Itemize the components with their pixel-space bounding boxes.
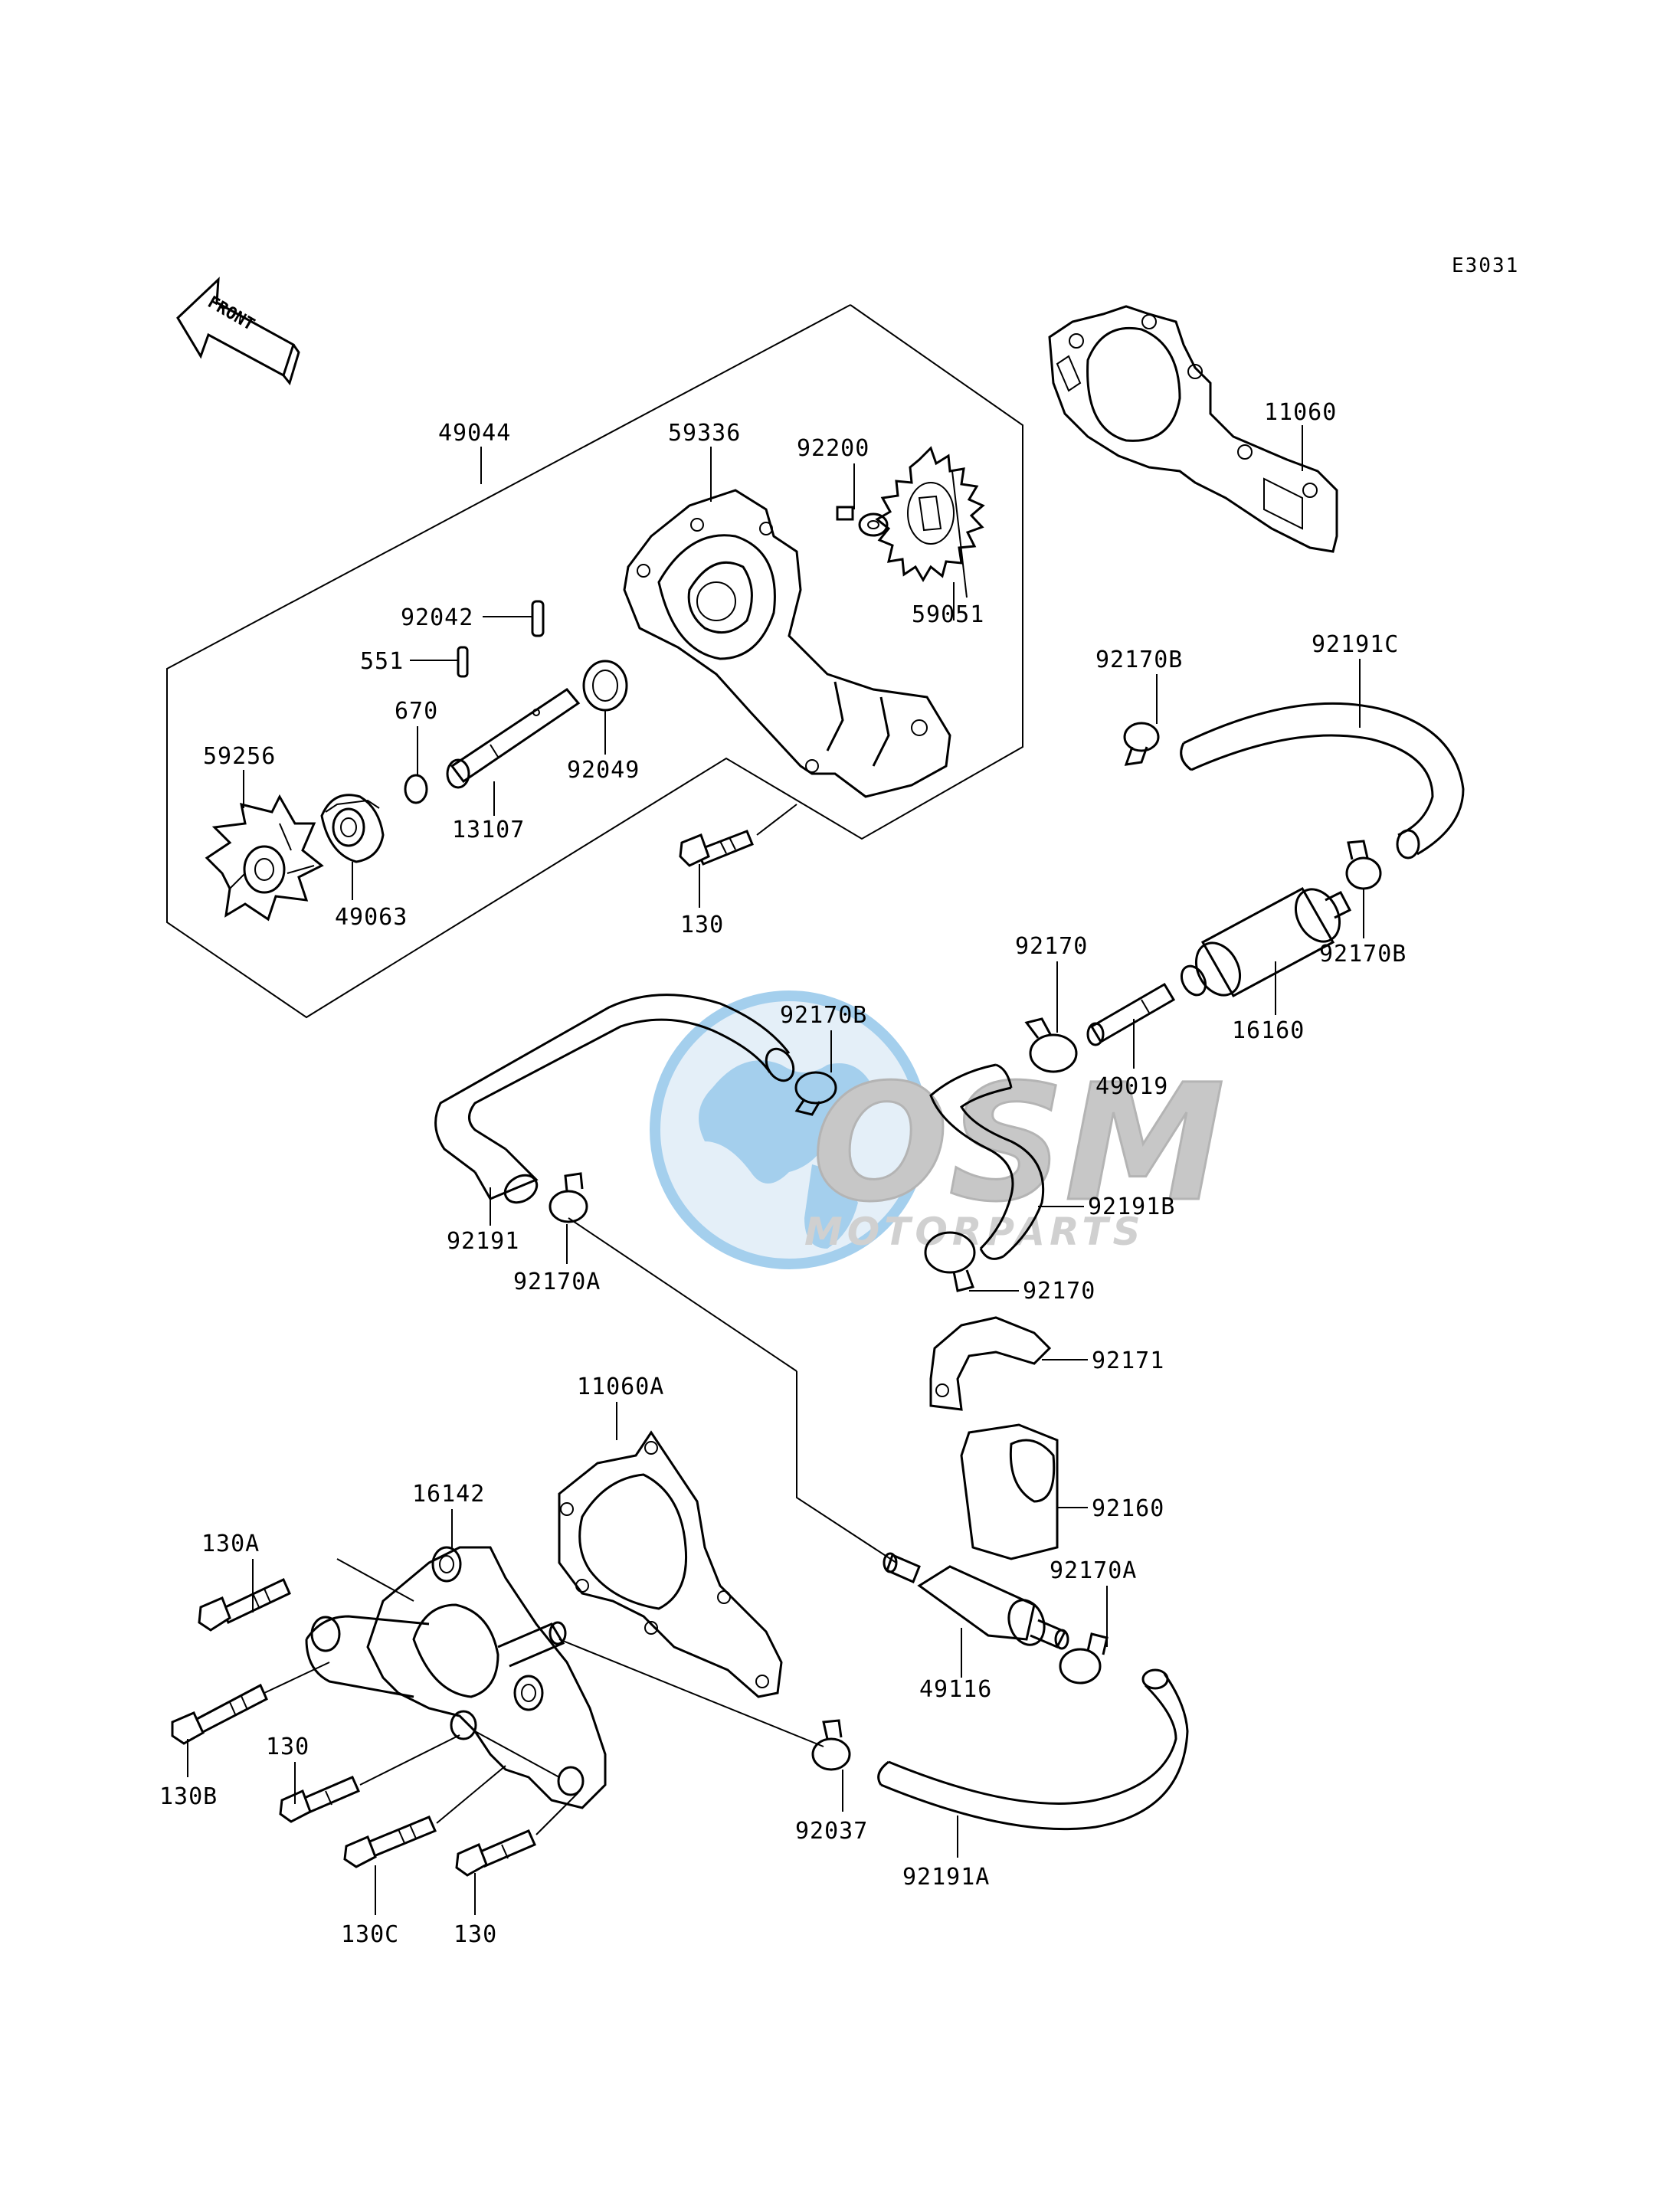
- part-labels: 49044 59336 92200 59051 11060 92042 551 …: [159, 399, 1407, 1948]
- mechanical-seal-49063: [320, 794, 385, 863]
- bolt-130A: [198, 1577, 291, 1632]
- label-16142: 16142: [412, 1481, 485, 1508]
- label-92049: 92049: [567, 757, 640, 784]
- label-59051: 59051: [912, 601, 984, 628]
- seal-92049: [582, 660, 628, 712]
- label-92171: 92171: [1092, 1347, 1164, 1374]
- label-11060: 11060: [1264, 399, 1337, 426]
- label-92170B-top: 92170B: [1095, 647, 1183, 673]
- label-92170-mid: 92170: [1023, 1278, 1095, 1305]
- bolt-130-bottom: [455, 1829, 536, 1877]
- hose-92191A: [877, 1668, 1189, 1831]
- label-130-top: 130: [680, 912, 724, 938]
- label-92170A-right: 92170A: [1050, 1557, 1137, 1584]
- label-49116: 49116: [919, 1676, 992, 1703]
- label-49019: 49019: [1095, 1073, 1168, 1100]
- label-92160: 92160: [1092, 1495, 1164, 1522]
- hose-92191B: [929, 1063, 1045, 1260]
- watermark-logo-text: OSM: [812, 1049, 1225, 1237]
- leader-lines: [187, 425, 1364, 1915]
- pump-cover-16142: [305, 1546, 607, 1809]
- washer-92200: [836, 506, 889, 537]
- label-49044: 49044: [438, 420, 511, 447]
- clamp-92170-top: [1024, 1017, 1078, 1073]
- clamp-92037: [811, 1719, 851, 1771]
- label-92191C: 92191C: [1312, 631, 1399, 658]
- hose-92191C: [1180, 702, 1465, 859]
- fitting-16160: [1180, 886, 1352, 998]
- oring-670: [404, 774, 428, 804]
- label-92170B-mid: 92170B: [780, 1002, 867, 1029]
- label-130C: 130C: [341, 1921, 399, 1948]
- assembly-49044-box: [166, 304, 1023, 1019]
- bracket-92171: [929, 1316, 1052, 1411]
- gasket-11060A: [558, 1430, 783, 1698]
- label-59336: 59336: [668, 420, 741, 447]
- clamp-92170A-left: [549, 1172, 588, 1223]
- clamp-92170-mid: [924, 1231, 976, 1292]
- clamp-92170A-right: [1059, 1632, 1109, 1685]
- gear-59051: [875, 446, 985, 598]
- fitting-49116: [883, 1552, 1069, 1650]
- clamp-92170B-top: [1123, 722, 1160, 766]
- front-arrow-icon: FRONT: [176, 277, 300, 386]
- label-130A: 130A: [201, 1531, 260, 1557]
- diagram-code: E3031: [1452, 254, 1519, 277]
- bolt-130B: [171, 1683, 268, 1745]
- label-92170B-right: 92170B: [1319, 941, 1407, 968]
- label-670: 670: [395, 698, 438, 725]
- clamp-92170B-mid: [794, 1071, 837, 1116]
- label-92191B: 92191B: [1088, 1193, 1175, 1220]
- bolt-130C: [343, 1816, 437, 1868]
- pin-551: [457, 646, 469, 678]
- label-551: 551: [360, 648, 404, 675]
- rubber-92160: [960, 1423, 1059, 1560]
- label-16160: 16160: [1232, 1017, 1305, 1044]
- label-130-mid: 130: [266, 1734, 309, 1760]
- label-130-bottom: 130: [454, 1921, 497, 1948]
- tube-49019: [1086, 982, 1176, 1046]
- label-13107: 13107: [452, 817, 525, 843]
- label-92170-top: 92170: [1015, 933, 1088, 960]
- pump-housing-59336: [623, 489, 951, 798]
- clamp-92170B-right: [1345, 840, 1382, 890]
- label-92191: 92191: [447, 1228, 519, 1255]
- label-130B: 130B: [159, 1783, 218, 1810]
- label-92200: 92200: [797, 435, 869, 462]
- shaft-13107: [446, 688, 581, 789]
- label-11060A: 11060A: [577, 1374, 664, 1400]
- watermark-logo: OSM MOTORPARTS: [650, 990, 1226, 1269]
- label-92037: 92037: [795, 1818, 868, 1845]
- label-49063: 49063: [335, 904, 408, 931]
- gasket-11060: [1048, 305, 1338, 553]
- label-92191A: 92191A: [902, 1864, 990, 1891]
- hose-92191: [434, 994, 795, 1204]
- impeller-59256: [205, 794, 324, 922]
- pin-92042: [531, 600, 545, 637]
- label-92170A-left: 92170A: [513, 1269, 601, 1295]
- label-92042: 92042: [401, 604, 473, 631]
- label-59256: 59256: [203, 743, 276, 770]
- bolt-130-mid: [279, 1776, 360, 1823]
- bolt-130-top: [679, 830, 754, 867]
